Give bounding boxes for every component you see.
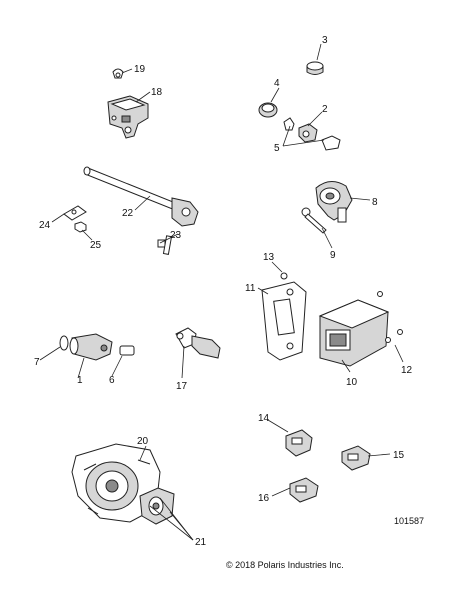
part-4-ring [258, 102, 278, 118]
part-17-sensor [175, 327, 221, 359]
callout-13: 13 [263, 252, 275, 263]
part-1-sensor [69, 333, 113, 361]
part-21-throttle-sensor [139, 487, 175, 525]
part-7-oring [59, 335, 69, 351]
part-11-bracket [261, 281, 307, 361]
callout-23: 23 [170, 230, 182, 241]
callout-20: 20 [137, 436, 149, 447]
part-16-connector [289, 477, 319, 503]
callout-9: 9 [330, 250, 336, 261]
callout-labels: 1 2 3 4 5 6 7 8 9 10 11 12 13 14 15 16 1… [34, 35, 413, 548]
callout-22: 22 [122, 208, 134, 219]
part-10-ecu [318, 299, 390, 367]
copyright-notice: © 2018 Polaris Industries Inc. [226, 560, 344, 570]
callout-19: 19 [134, 64, 146, 75]
part-18-sensor-block [107, 95, 149, 139]
part-14-connector [285, 429, 313, 457]
part-3-cap [306, 61, 324, 75]
part-8-knock-sensor [315, 181, 353, 223]
callout-25: 25 [90, 240, 102, 251]
callout-18: 18 [151, 87, 163, 98]
callout-1: 1 [77, 375, 83, 386]
callout-17: 17 [176, 381, 188, 392]
callout-6: 6 [109, 375, 115, 386]
part-23-bolt [157, 235, 173, 255]
callout-4: 4 [274, 78, 280, 89]
callout-10: 10 [346, 377, 358, 388]
callout-15: 15 [393, 450, 405, 461]
callout-3: 3 [322, 35, 328, 46]
part-20-throttle-body [71, 443, 161, 523]
callout-24: 24 [39, 220, 51, 231]
leader-lines [39, 43, 404, 541]
part-12-screws [377, 291, 403, 343]
part-5-clips [283, 117, 341, 151]
part-6-spacer [119, 345, 135, 356]
callout-16: 16 [258, 493, 270, 504]
callout-8: 8 [372, 197, 378, 208]
callout-12: 12 [401, 365, 413, 376]
callout-2: 2 [322, 104, 328, 115]
part-19-clip [112, 68, 124, 79]
part-25-nut [74, 221, 87, 233]
part-2-connector [298, 123, 318, 143]
part-13-screw [280, 272, 288, 280]
callout-7: 7 [34, 357, 40, 368]
part-15-connector [341, 445, 371, 471]
part-22-sensor-cable [83, 166, 199, 227]
part-24-bracket [63, 205, 87, 221]
callout-14: 14 [258, 413, 270, 424]
callout-5: 5 [274, 143, 280, 154]
part-9-bolt [301, 207, 327, 234]
reference-number: 101587 [394, 516, 424, 526]
callout-11: 11 [245, 283, 256, 294]
callout-21: 21 [195, 537, 207, 548]
